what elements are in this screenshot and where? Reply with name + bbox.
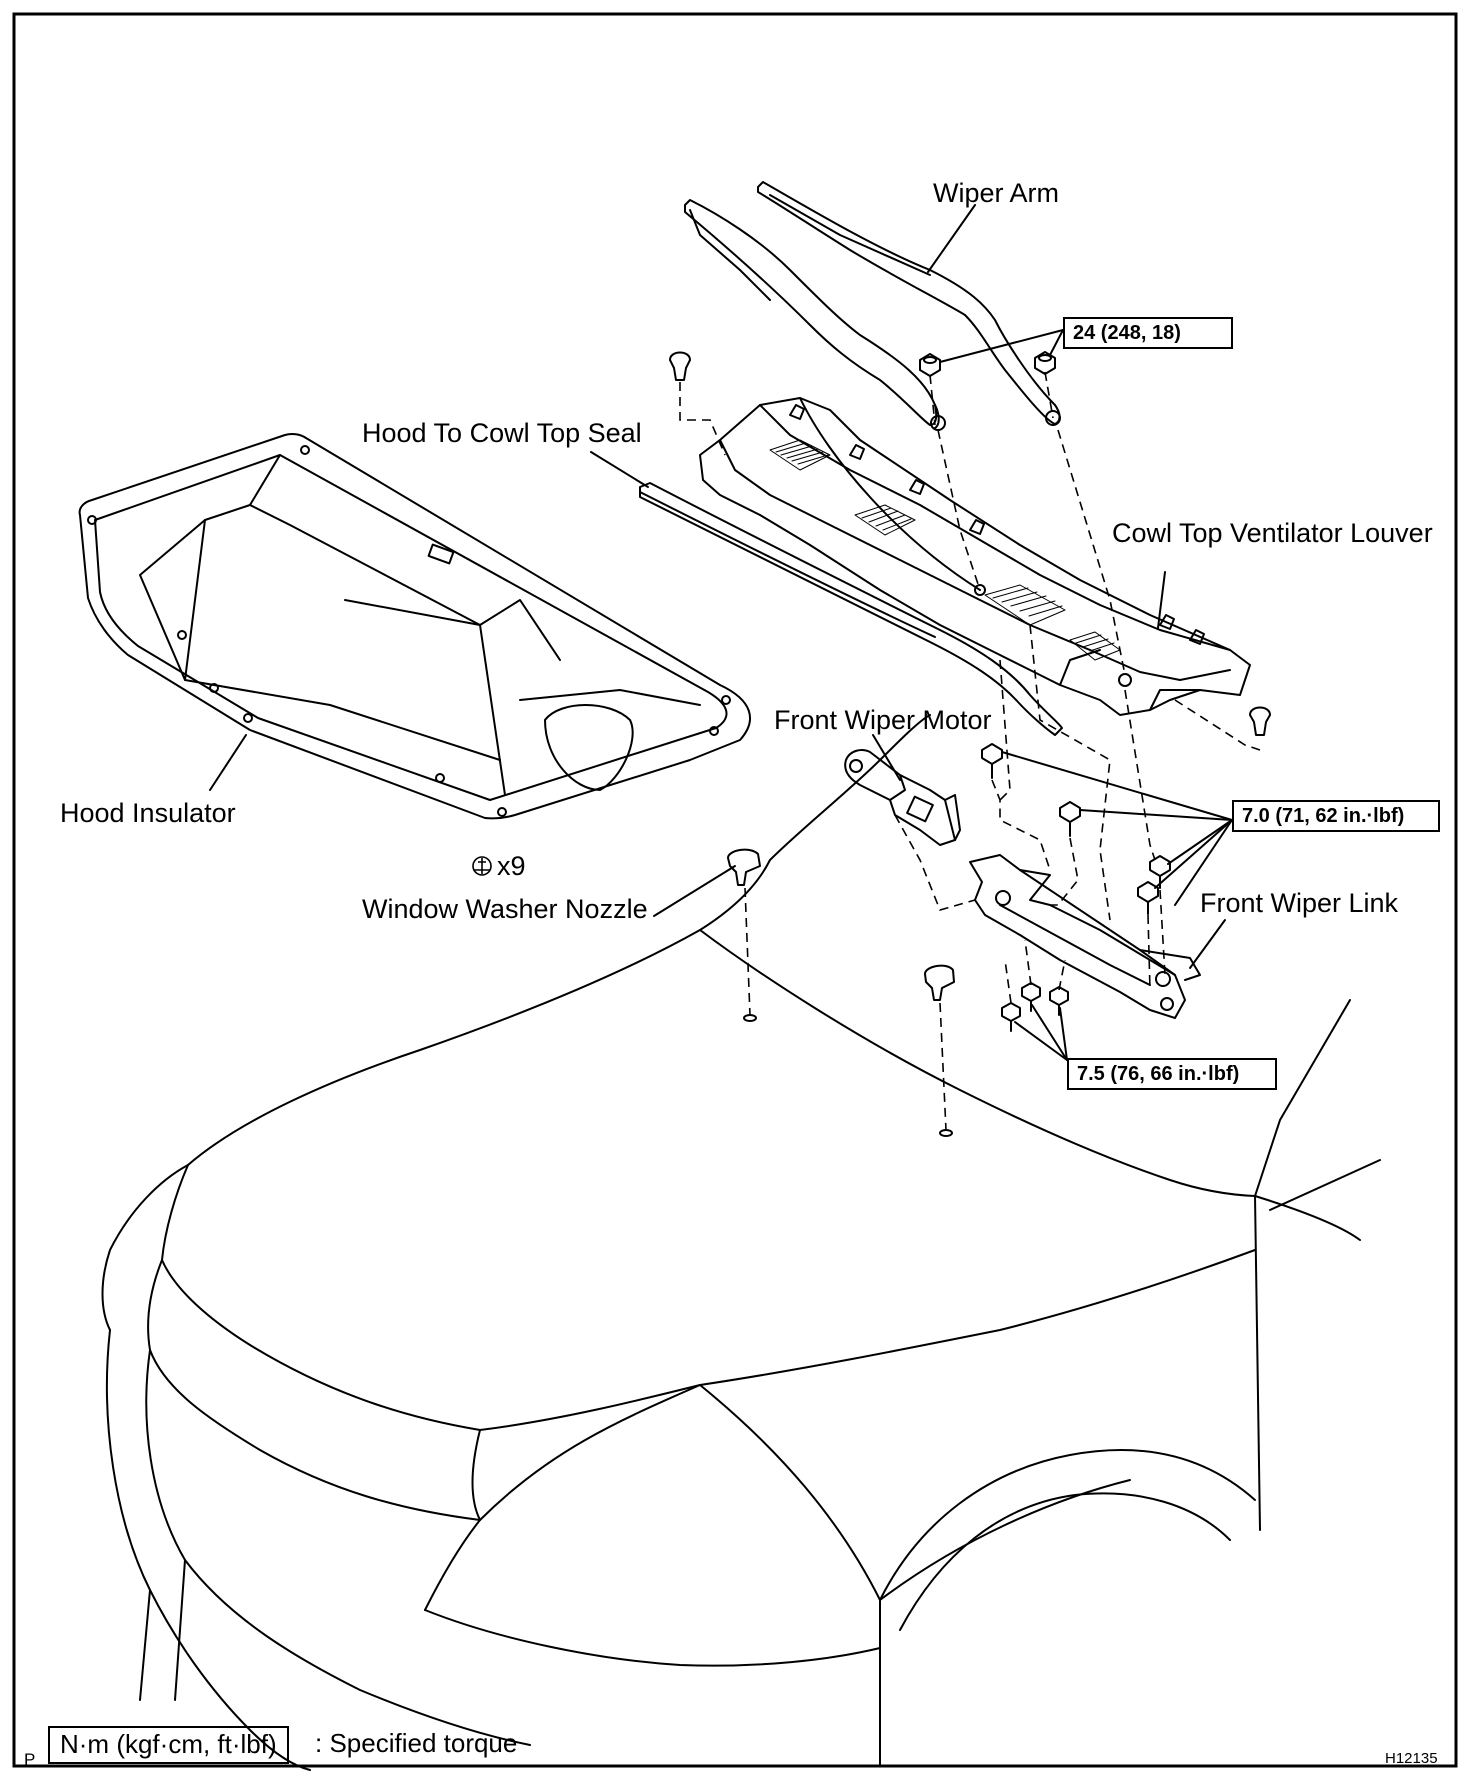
- front-wiper-motor-label: Front Wiper Motor: [774, 705, 992, 735]
- clip-icon: [1249, 706, 1271, 736]
- bolt-icon: [1001, 1002, 1021, 1032]
- window-washer-nozzle-label: Window Washer Nozzle: [362, 894, 648, 924]
- washer-nozzle-drawing: [727, 848, 955, 1137]
- cowl-top-ventilator-louver-label: Cowl Top Ventilator Louver: [1112, 518, 1433, 548]
- clip-icon: [669, 351, 691, 381]
- hood-to-cowl-top-seal-label: Hood To Cowl Top Seal: [362, 418, 642, 448]
- front-wiper-link-label: Front Wiper Link: [1200, 888, 1399, 918]
- torque-motor-bolts: 7.5 (76, 66 in.·lbf): [1067, 1058, 1277, 1090]
- cowl-top-louver-drawing: [699, 397, 1251, 716]
- bolt-icon: [1049, 986, 1069, 1016]
- bolt-icon: [1059, 801, 1081, 837]
- legend-torque-units: N·m (kgf·cm, ft·lbf): [48, 1726, 289, 1764]
- clip-count-label: x9: [497, 851, 526, 881]
- bolt-icon: [1021, 982, 1041, 1012]
- legend-torque-text: : Specified torque: [315, 1728, 518, 1758]
- clip-icon: [472, 856, 492, 876]
- page-frame: [12, 12, 1458, 1768]
- front-wiper-link-drawing: [969, 854, 1201, 1019]
- corner-mark: P: [24, 1750, 36, 1769]
- hood-insulator-drawing: [78, 433, 751, 820]
- bolt-icon: [1149, 855, 1171, 889]
- bolt-icon: [981, 743, 1003, 779]
- nut-icon: [1034, 351, 1056, 375]
- torque-wiper-arm-nut: 24 (248, 18): [1063, 317, 1233, 349]
- figure-id: H12135: [1385, 1750, 1438, 1767]
- vehicle-body-outline: [101, 714, 1381, 1771]
- bolt-icon: [1137, 881, 1159, 915]
- torque-link-bolts: 7.0 (71, 62 in.·lbf): [1232, 800, 1440, 832]
- nut-icon: [919, 353, 941, 377]
- hood-to-cowl-top-seal-drawing: [639, 482, 1063, 736]
- wiper-arm-label: Wiper Arm: [933, 178, 1060, 208]
- wiper-arms-drawing: [684, 181, 1061, 431]
- front-wiper-motor-drawing: [844, 749, 961, 846]
- hood-insulator-label: Hood Insulator: [60, 798, 236, 828]
